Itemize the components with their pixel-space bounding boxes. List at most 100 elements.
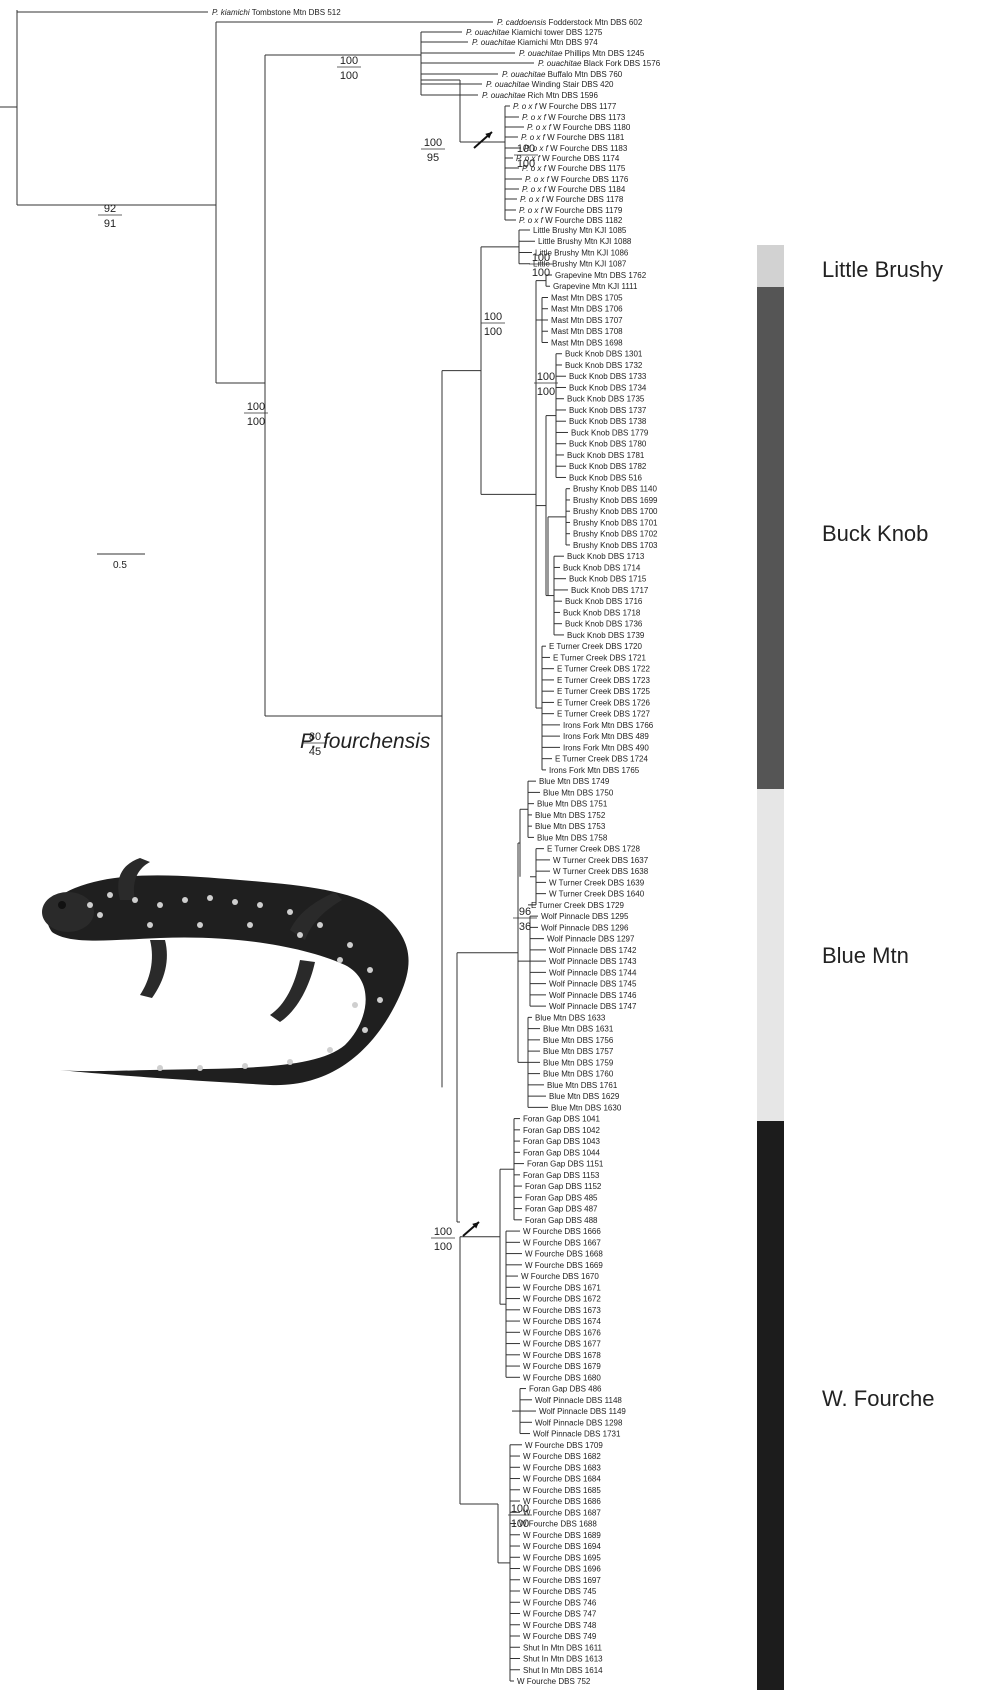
tip-fourchensis: W Fourche DBS 1670 xyxy=(521,1272,599,1281)
support-bottom: 95 xyxy=(427,152,439,164)
tip-fourchensis: Foran Gap DBS 1153 xyxy=(523,1171,600,1180)
tip-hybrid: P. o x f W Fourche DBS 1178 xyxy=(520,195,624,204)
tip-fourchensis: W Fourche DBS 1685 xyxy=(523,1486,601,1495)
salamander-illustration xyxy=(42,858,409,1085)
tip-fourchensis: Blue Mtn DBS 1756 xyxy=(543,1036,614,1045)
tip-fourchensis: W Fourche DBS 746 xyxy=(523,1598,597,1607)
tip-fourchensis: Blue Mtn DBS 1757 xyxy=(543,1047,614,1056)
salamander-spot xyxy=(132,897,138,903)
tip-hybrid: P. o x f W Fourche DBS 1177 xyxy=(513,102,617,111)
tip-fourchensis: E Turner Creek DBS 1728 xyxy=(547,845,640,854)
tip-fourchensis: Irons Fork Mtn DBS 490 xyxy=(563,743,649,752)
support-bottom: 100 xyxy=(434,1241,452,1253)
support-bottom: 91 xyxy=(104,218,116,230)
tip-fourchensis: Blue Mtn DBS 1629 xyxy=(549,1092,620,1101)
tip-ouachitae: P. ouachitae Winding Stair DBS 420 xyxy=(486,80,614,89)
tip-fourchensis: Foran Gap DBS 1041 xyxy=(523,1115,600,1124)
tip-fourchensis: Foran Gap DBS 485 xyxy=(525,1193,598,1202)
tip-kiamichi: P. kiamichi Tombstone Mtn DBS 512 xyxy=(212,8,341,17)
tip-fourchensis: Brushy Knob DBS 1702 xyxy=(573,530,658,539)
tip-fourchensis: Mast Mtn DBS 1705 xyxy=(551,293,623,302)
salamander-spot xyxy=(157,902,163,908)
tip-hybrid: P. o x f W Fourche DBS 1180 xyxy=(527,123,631,132)
tip-fourchensis: Blue Mtn DBS 1752 xyxy=(535,811,606,820)
tip-fourchensis: E Turner Creek DBS 1724 xyxy=(555,755,648,764)
salamander-spot xyxy=(197,922,203,928)
tip-fourchensis: Irons Fork Mtn DBS 489 xyxy=(563,732,649,741)
clade-bars: Little BrushyBuck KnobBlue MtnW. Fourche xyxy=(757,245,943,1690)
tip-fourchensis: Brushy Knob DBS 1140 xyxy=(573,485,657,494)
tip-fourchensis: W Turner Creek DBS 1638 xyxy=(553,867,649,876)
tip-fourchensis: Wolf Pinnacle DBS 1746 xyxy=(549,991,637,1000)
tip-fourchensis: Wolf Pinnacle DBS 1744 xyxy=(549,968,637,977)
tip-fourchensis: Wolf Pinnacle DBS 1298 xyxy=(535,1418,623,1427)
tip-fourchensis: E Turner Creek DBS 1722 xyxy=(557,665,650,674)
salamander-spot xyxy=(197,1065,203,1071)
tip-fourchensis: W Fourche DBS 1709 xyxy=(525,1441,603,1450)
tip-fourchensis: W Fourche DBS 1672 xyxy=(523,1295,601,1304)
salamander-spot xyxy=(207,895,213,901)
tip-fourchensis: Foran Gap DBS 1044 xyxy=(523,1148,600,1157)
tip-fourchensis: W Fourche DBS 745 xyxy=(523,1587,597,1596)
clade-label: Little Brushy xyxy=(822,257,943,282)
tip-fourchensis: Little Brushy Mtn KJI 1085 xyxy=(533,226,627,235)
tip-fourchensis: W Fourche DBS 1683 xyxy=(523,1463,601,1472)
support-bottom: 100 xyxy=(537,386,555,398)
tip-fourchensis: W Fourche DBS 1679 xyxy=(523,1362,601,1371)
tip-ouachitae: P. ouachitae Kiamichi Mtn DBS 974 xyxy=(472,38,598,47)
tip-fourchensis: Buck Knob DBS 1736 xyxy=(565,620,643,629)
salamander-spot xyxy=(352,1002,358,1008)
salamander-spot xyxy=(327,1047,333,1053)
support-bottom: 36 xyxy=(519,921,531,933)
tip-fourchensis: Buck Knob DBS 1732 xyxy=(565,361,643,370)
tip-fourchensis: Brushy Knob DBS 1703 xyxy=(573,541,658,550)
tip-ouachitae: P. ouachitae Kiamichi tower DBS 1275 xyxy=(466,28,603,37)
tip-fourchensis: Blue Mtn DBS 1751 xyxy=(537,800,608,809)
tip-fourchensis: Blue Mtn DBS 1631 xyxy=(543,1025,614,1034)
tip-fourchensis: E Turner Creek DBS 1727 xyxy=(557,710,650,719)
tip-fourchensis: Mast Mtn DBS 1706 xyxy=(551,305,623,314)
tip-fourchensis: W Fourche DBS 1694 xyxy=(523,1542,601,1551)
tip-fourchensis: W Fourche DBS 1688 xyxy=(519,1520,597,1529)
support-top: 100 xyxy=(340,55,358,67)
tip-fourchensis: W Fourche DBS 748 xyxy=(523,1621,597,1630)
support-top: 100 xyxy=(537,371,555,383)
tip-ouachitae: P. ouachitae Phillips Mtn DBS 1245 xyxy=(519,49,645,58)
salamander-spot xyxy=(367,967,373,973)
species-label: P. fourchensis xyxy=(300,730,431,753)
tip-fourchensis: Buck Knob DBS 1782 xyxy=(569,462,647,471)
support-top: 100 xyxy=(511,1503,529,1515)
salamander-spot xyxy=(182,897,188,903)
tree-branches xyxy=(0,10,570,1681)
tip-fourchensis: W Fourche DBS 749 xyxy=(523,1632,597,1641)
tip-ouachitae: P. ouachitae Black Fork DBS 1576 xyxy=(538,59,661,68)
tip-fourchensis: W Fourche DBS 1671 xyxy=(523,1283,601,1292)
tip-hybrid: P. o x f W Fourche DBS 1183 xyxy=(524,144,628,153)
support-top: 100 xyxy=(532,252,550,264)
salamander-spot xyxy=(247,922,253,928)
salamander-spot xyxy=(362,1027,368,1033)
tip-fourchensis: Blue Mtn DBS 1749 xyxy=(539,777,610,786)
tip-fourchensis: W Fourche DBS 1678 xyxy=(523,1351,601,1360)
salamander-spot xyxy=(297,932,303,938)
tip-fourchensis: W Fourche DBS 1674 xyxy=(523,1317,601,1326)
tip-fourchensis: Buck Knob DBS 1738 xyxy=(569,417,647,426)
tip-fourchensis: Blue Mtn DBS 1759 xyxy=(543,1058,614,1067)
tip-ouachitae: P. ouachitae Rich Mtn DBS 1596 xyxy=(482,91,598,100)
tip-hybrid: P. o x f W Fourche DBS 1176 xyxy=(525,175,629,184)
tip-fourchensis: Buck Knob DBS 1781 xyxy=(567,451,645,460)
tip-fourchensis: Wolf Pinnacle DBS 1747 xyxy=(549,1002,637,1011)
tip-fourchensis: W Fourche DBS 747 xyxy=(523,1610,597,1619)
tip-fourchensis: Wolf Pinnacle DBS 1148 xyxy=(535,1396,622,1405)
support-top: 92 xyxy=(104,203,116,215)
tip-fourchensis: Foran Gap DBS 487 xyxy=(525,1205,598,1214)
tip-fourchensis: Wolf Pinnacle DBS 1745 xyxy=(549,980,637,989)
support-top: 100 xyxy=(247,401,265,413)
tip-hybrid: P. o x f W Fourche DBS 1184 xyxy=(522,185,626,194)
tip-fourchensis: W Turner Creek DBS 1637 xyxy=(553,856,649,865)
tip-fourchensis: Buck Knob DBS 1733 xyxy=(569,372,647,381)
tip-fourchensis: Wolf Pinnacle DBS 1731 xyxy=(533,1430,621,1439)
tip-fourchensis: Buck Knob DBS 1780 xyxy=(569,440,647,449)
tip-fourchensis: Buck Knob DBS 1714 xyxy=(563,563,641,572)
